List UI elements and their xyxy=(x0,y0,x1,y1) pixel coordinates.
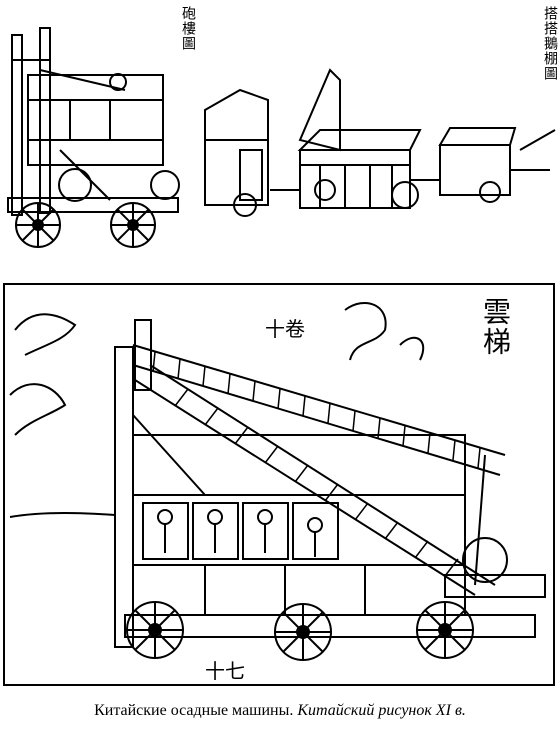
ladder-wheel-2 xyxy=(274,603,332,661)
caption-italic: Китайский рисунок XI в. xyxy=(297,702,466,719)
ladder-wheel-3 xyxy=(416,601,474,659)
catapult-wheel-left xyxy=(15,202,61,248)
caption-plain: Китайские осадные машины. xyxy=(94,702,298,719)
ladder-title: 雲梯 xyxy=(479,297,512,357)
top-siege-illustration: 砲樓圖 搭搭鵝棚圖 xyxy=(0,0,560,272)
ladder-rungs xyxy=(152,351,481,577)
catapult-wheel-right xyxy=(110,202,156,248)
top-title-right: 搭搭鵝棚圖 xyxy=(542,6,558,81)
top-title-left: 砲樓圖 xyxy=(180,6,196,51)
top-siege-drawing xyxy=(7,27,556,248)
figure-caption: Китайские осадные машины. Китайский рису… xyxy=(0,700,560,722)
cloud-ladder-illustration: 十卷 雲梯 十七 xyxy=(3,283,555,686)
ladder-label-bottom: 十七 xyxy=(205,659,245,683)
ladder-label-top: 十卷 xyxy=(265,317,305,341)
ladder-wheel-1 xyxy=(126,601,184,659)
cloud-ladder-drawing xyxy=(9,301,546,661)
